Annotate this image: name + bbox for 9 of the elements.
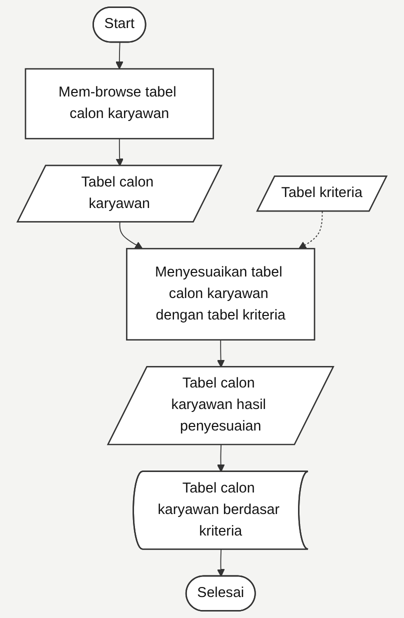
arrow [216, 549, 225, 577]
arrow [119, 222, 143, 249]
node-box: Mem-browse tabel calon karyawan [24, 68, 214, 140]
arrow [216, 339, 225, 368]
arrow [298, 211, 323, 249]
arrow [115, 42, 124, 70]
arrow [216, 444, 225, 472]
node-box: Menyesuaikan tabel calon karyawan dengan tabel kriteria [126, 248, 316, 341]
arrow [116, 138, 124, 166]
